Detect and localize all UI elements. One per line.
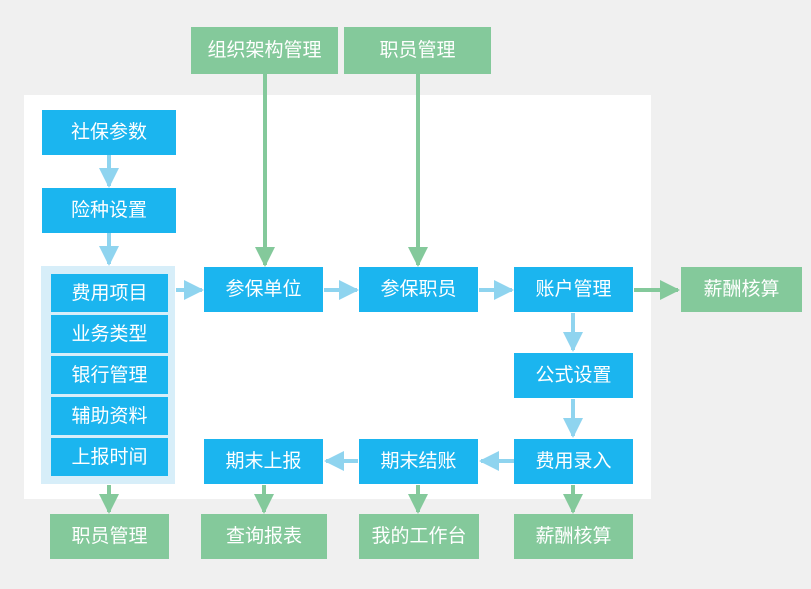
- insured-staff-box: 参保职员: [359, 267, 478, 312]
- period-close-box: 期末结账: [359, 439, 478, 484]
- insurance-type-box: 险种设置: [42, 188, 176, 233]
- account-management-box: 账户管理: [514, 267, 633, 312]
- staff-management-top-box: 职员管理: [344, 27, 491, 74]
- my-workbench-box: 我的工作台: [359, 514, 479, 559]
- report-time-box: 上报时间: [51, 438, 168, 476]
- social-params-box: 社保参数: [42, 110, 176, 155]
- formula-settings-box: 公式设置: [514, 353, 633, 398]
- insured-unit-box: 参保单位: [204, 267, 323, 312]
- salary-calc-bottom-box: 薪酬核算: [514, 514, 633, 559]
- business-types-box: 业务类型: [51, 315, 168, 353]
- fee-entry-box: 费用录入: [514, 439, 633, 484]
- query-reports-box: 查询报表: [201, 514, 327, 559]
- period-report-box: 期末上报: [204, 439, 323, 484]
- org-structure-box: 组织架构管理: [191, 27, 338, 74]
- bank-management-box: 银行管理: [51, 356, 168, 394]
- salary-calc-right-box: 薪酬核算: [681, 267, 802, 312]
- auxiliary-data-box: 辅助资料: [51, 397, 168, 435]
- staff-management-bottom-box: 职员管理: [50, 514, 169, 559]
- fee-items-box: 费用项目: [51, 274, 168, 312]
